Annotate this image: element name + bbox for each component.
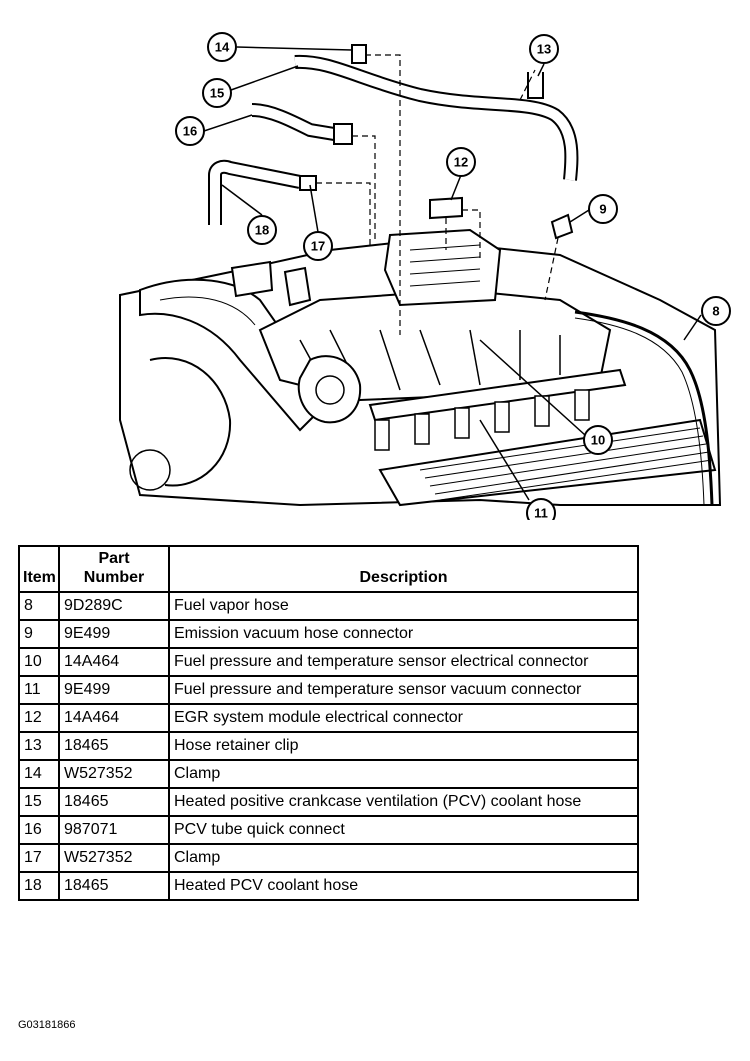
quick-connect-16 <box>333 123 353 145</box>
callout-17 <box>303 231 333 261</box>
cell-part-number: W527352 <box>58 843 170 873</box>
connector-12 <box>429 196 463 220</box>
cell-part-number: 14A464 <box>58 703 170 733</box>
callout-9 <box>588 194 618 224</box>
clip-13 <box>527 72 544 99</box>
figure-id: G03181866 <box>18 1019 76 1031</box>
callout-13 <box>529 34 559 64</box>
valve-cover-right <box>378 418 717 507</box>
callout-18 <box>247 215 277 245</box>
cell-item: 16 <box>18 815 60 845</box>
table-header-row: Item Part Number Description <box>18 545 639 593</box>
oil-filler-cap <box>230 260 274 298</box>
callout-10 <box>583 425 613 455</box>
engine-hose-diagram: 14 13 15 16 12 9 18 17 8 10 11 <box>119 32 731 521</box>
cell-description: PCV tube quick connect <box>168 815 639 845</box>
callout-12 <box>446 147 476 177</box>
cell-item: 12 <box>18 703 60 733</box>
cell-description: Fuel pressure and temperature sensor ele… <box>168 647 639 677</box>
fuel-vapor-hose-8 <box>574 310 714 506</box>
clamp-14 <box>351 44 367 64</box>
cell-part-number: 14A464 <box>58 647 170 677</box>
callout-label-8: 8 <box>712 304 719 319</box>
callouts <box>175 32 731 520</box>
throttle-body <box>297 355 362 424</box>
callout-label-18: 18 <box>255 223 269 238</box>
callout-label-12: 12 <box>454 155 468 170</box>
callout-label-10: 10 <box>591 433 605 448</box>
cell-item: 15 <box>18 787 60 817</box>
fuel-injectors <box>374 389 590 451</box>
header-item: Item <box>18 545 60 593</box>
cell-item: 8 <box>18 591 60 621</box>
cell-description: Hose retainer clip <box>168 731 639 761</box>
callout-label-11: 11 <box>534 506 548 521</box>
valve-cover-ribs <box>419 427 713 501</box>
clamp-17 <box>299 175 317 191</box>
cell-description: Fuel pressure and temperature sensor vac… <box>168 675 639 705</box>
cell-item: 11 <box>18 675 60 705</box>
callout-label-14: 14 <box>215 40 230 55</box>
cell-item: 10 <box>18 647 60 677</box>
header-description: Description <box>168 545 639 593</box>
cell-part-number: 9E499 <box>58 619 170 649</box>
callout-16 <box>175 116 205 146</box>
pcv-valve-body <box>283 266 312 307</box>
lower-left-pulley <box>149 357 232 487</box>
callout-label-9: 9 <box>599 202 606 217</box>
egr-module <box>383 228 502 307</box>
cell-part-number: 9D289C <box>58 591 170 621</box>
left-air-intake-inner <box>159 296 256 326</box>
cell-description: Fuel vapor hose <box>168 591 639 621</box>
cell-part-number: 987071 <box>58 815 170 845</box>
cell-description: Heated positive crankcase ventilation (P… <box>168 787 639 817</box>
callout-15 <box>202 78 232 108</box>
left-air-intake-tube <box>139 278 332 432</box>
cell-description: Emission vacuum hose connector <box>168 619 639 649</box>
cell-part-number: 18465 <box>58 731 170 761</box>
cell-item: 17 <box>18 843 60 873</box>
callout-label-15: 15 <box>210 86 224 101</box>
callout-14 <box>207 32 237 62</box>
cell-part-number: W527352 <box>58 759 170 789</box>
connector-9 <box>550 213 574 240</box>
fuel-rail <box>368 368 627 422</box>
cell-description: Heated PCV coolant hose <box>168 871 639 901</box>
cell-description: Clamp <box>168 843 639 873</box>
cell-item: 14 <box>18 759 60 789</box>
callout-label-17: 17 <box>311 239 325 254</box>
engine-outline <box>119 238 722 507</box>
cell-description: EGR system module electrical connector <box>168 703 639 733</box>
cell-item: 18 <box>18 871 60 901</box>
callout-11 <box>526 498 556 520</box>
cell-description: Clamp <box>168 759 639 789</box>
cell-part-number: 18465 <box>58 787 170 817</box>
cell-item: 13 <box>18 731 60 761</box>
cell-part-number: 18465 <box>58 871 170 901</box>
callout-8 <box>701 296 731 326</box>
callout-label-13: 13 <box>537 42 551 57</box>
egr-detail <box>409 244 481 287</box>
cell-part-number: 9E499 <box>58 675 170 705</box>
callout-label-16: 16 <box>183 124 197 139</box>
cell-item: 9 <box>18 619 60 649</box>
header-part-number: Part Number <box>58 545 170 593</box>
